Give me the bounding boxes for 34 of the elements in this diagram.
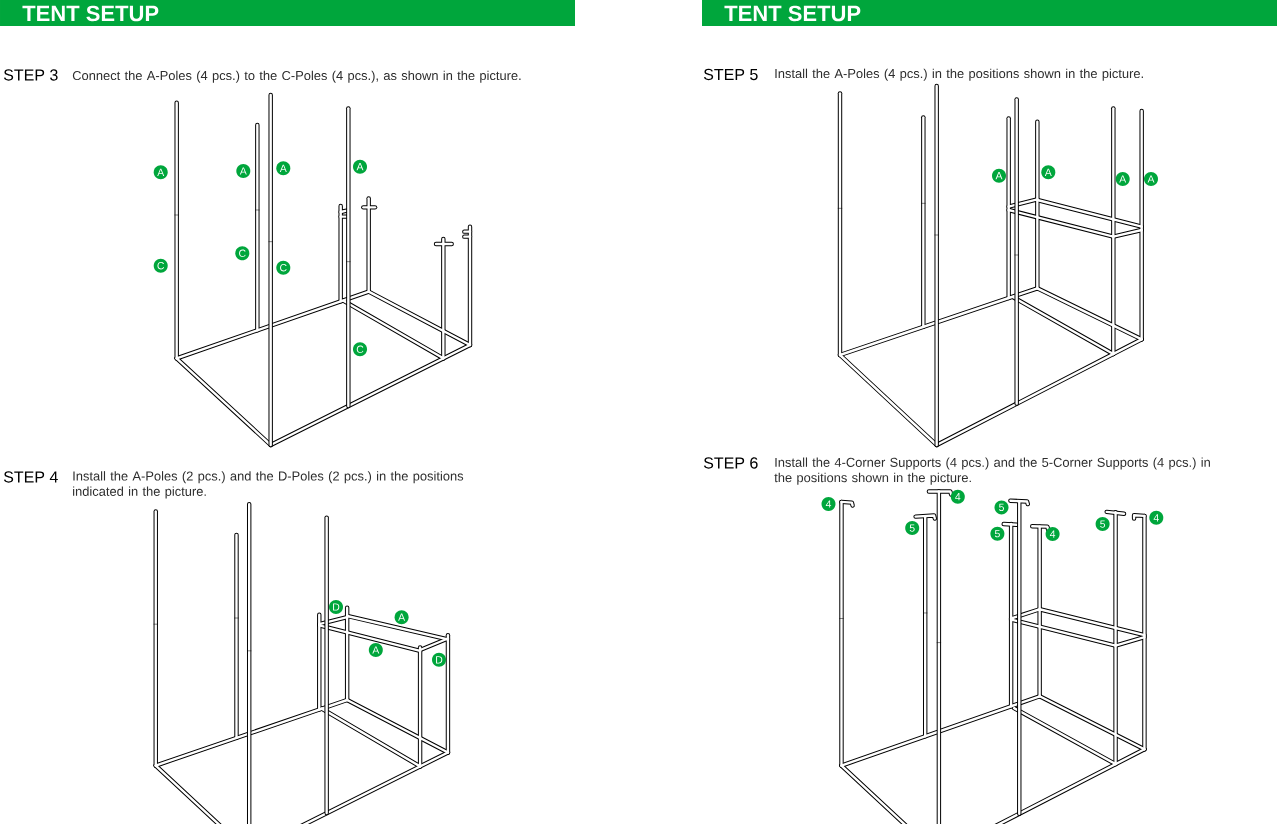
callout-badge: C	[276, 260, 291, 275]
step-label: STEP 5	[703, 68, 758, 81]
callout-badge: D	[329, 600, 343, 614]
callout-badge: D	[432, 652, 446, 667]
callout-badge: 5	[1095, 517, 1110, 532]
step-label: STEP 4	[3, 471, 58, 483]
callout-badge: 4	[950, 489, 965, 504]
callout-badge: A	[394, 610, 409, 625]
callout-badge: C	[353, 342, 367, 357]
instruction-text: Install the A-Poles (2 pcs.) and the D-Poles (2 pcs.) in the positions indicated in the picture.	[73, 471, 464, 499]
callout-badge: 4	[1149, 510, 1164, 525]
step-label: STEP 6	[703, 457, 758, 469]
header-bar: TENT SETUP	[702, 0, 1277, 26]
callout-badge: A	[368, 643, 383, 657]
callout-badge: 4	[821, 497, 836, 511]
callout-badge: C	[153, 258, 168, 273]
callout-badge: A	[1144, 172, 1158, 186]
callout-badge: 5	[990, 526, 1005, 541]
instruction-text: Install the A-Poles (4 pcs.) in the positions shown in the picture.	[775, 68, 1143, 81]
instruction-text: Install the 4-Corner Supports (4 pcs.) and the 5-Corner Supports (4 pcs.) in the positions shown in the picture.	[774, 457, 1210, 485]
callout-badge: A	[276, 161, 291, 176]
callout-badge: A	[353, 159, 367, 174]
instruction-text: Connect the A-Poles (4 pcs.) to the C-Poles (4 pcs.), as shown in the picture.	[72, 70, 521, 83]
callout-badge: 5	[905, 521, 920, 536]
callout-badge: A	[1115, 172, 1130, 186]
callout-badge: A	[992, 168, 1006, 183]
callout-badge: C	[235, 246, 250, 261]
step-label: STEP 3	[3, 69, 58, 81]
header-bar: TENT SETUP	[0, 0, 575, 26]
callout-badge: 5	[994, 500, 1009, 515]
callout-badge: A	[236, 164, 251, 178]
callout-badge: 4	[1045, 527, 1060, 542]
callout-badge: A	[153, 165, 168, 180]
callout-badge: A	[1041, 165, 1056, 180]
